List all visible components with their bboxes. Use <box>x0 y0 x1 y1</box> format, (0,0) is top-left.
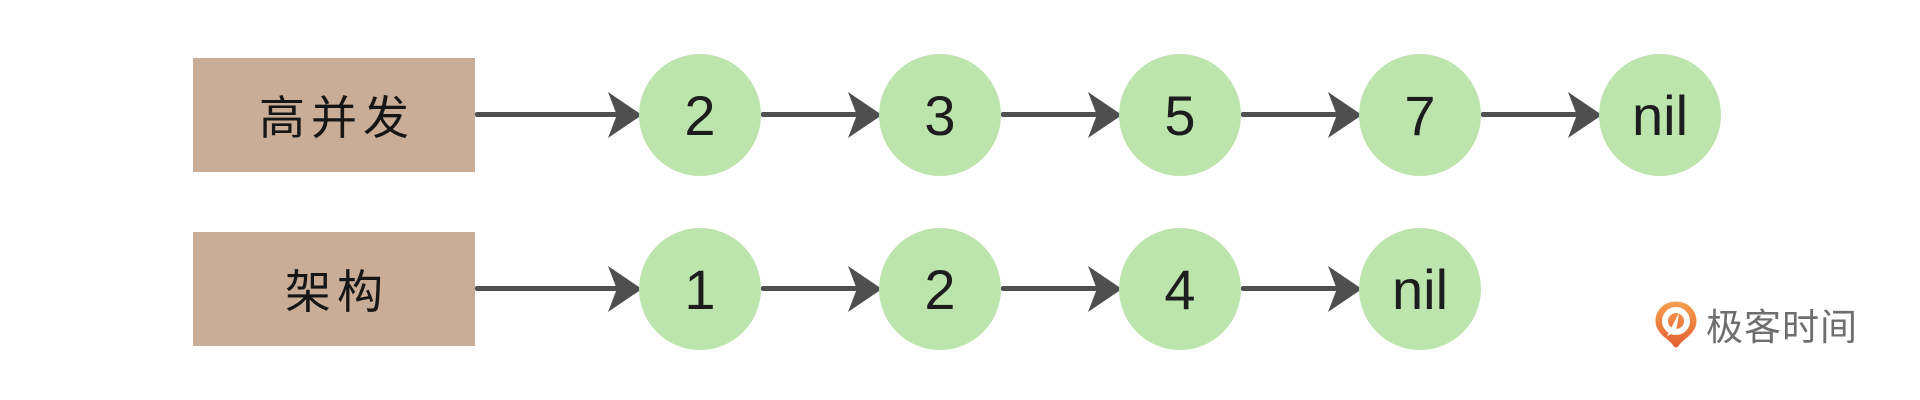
node-value: nil <box>1631 83 1689 147</box>
list-head-label: 高并发 <box>259 92 415 144</box>
node-value: 7 <box>1404 83 1436 147</box>
node-value: 2 <box>684 83 716 147</box>
node-value: 4 <box>1164 257 1196 321</box>
node-value: 2 <box>924 257 956 321</box>
node-value: 1 <box>684 257 716 321</box>
list-node: 2 <box>879 228 1001 350</box>
arrow-line <box>761 112 857 117</box>
geektime-logo: 极客时间 <box>1654 300 1858 355</box>
list-head-label: 架构 <box>285 266 389 318</box>
arrow-line <box>1001 112 1097 117</box>
node-value: 3 <box>924 83 956 147</box>
list-head-box: 架构 <box>193 232 475 346</box>
arrow-line <box>1481 112 1577 117</box>
list-node: 4 <box>1119 228 1241 350</box>
arrow-line <box>1001 286 1097 291</box>
geektime-logo-text: 极客时间 <box>1706 307 1858 348</box>
list-node-nil: nil <box>1359 228 1481 350</box>
list-node: 3 <box>879 54 1001 176</box>
list-node: 7 <box>1359 54 1481 176</box>
arrow-line <box>1241 286 1337 291</box>
list-node: 5 <box>1119 54 1241 176</box>
list-node: 1 <box>639 228 761 350</box>
arrow-line <box>475 112 623 117</box>
node-value: 5 <box>1164 83 1196 147</box>
geektime-pin-icon <box>1655 301 1697 351</box>
arrow-line <box>1241 112 1337 117</box>
list-head-box: 高并发 <box>193 58 475 172</box>
arrow-line <box>761 286 857 291</box>
list-node: 2 <box>639 54 761 176</box>
node-value: nil <box>1391 257 1449 321</box>
list-node-nil: nil <box>1599 54 1721 176</box>
arrow-line <box>475 286 623 291</box>
